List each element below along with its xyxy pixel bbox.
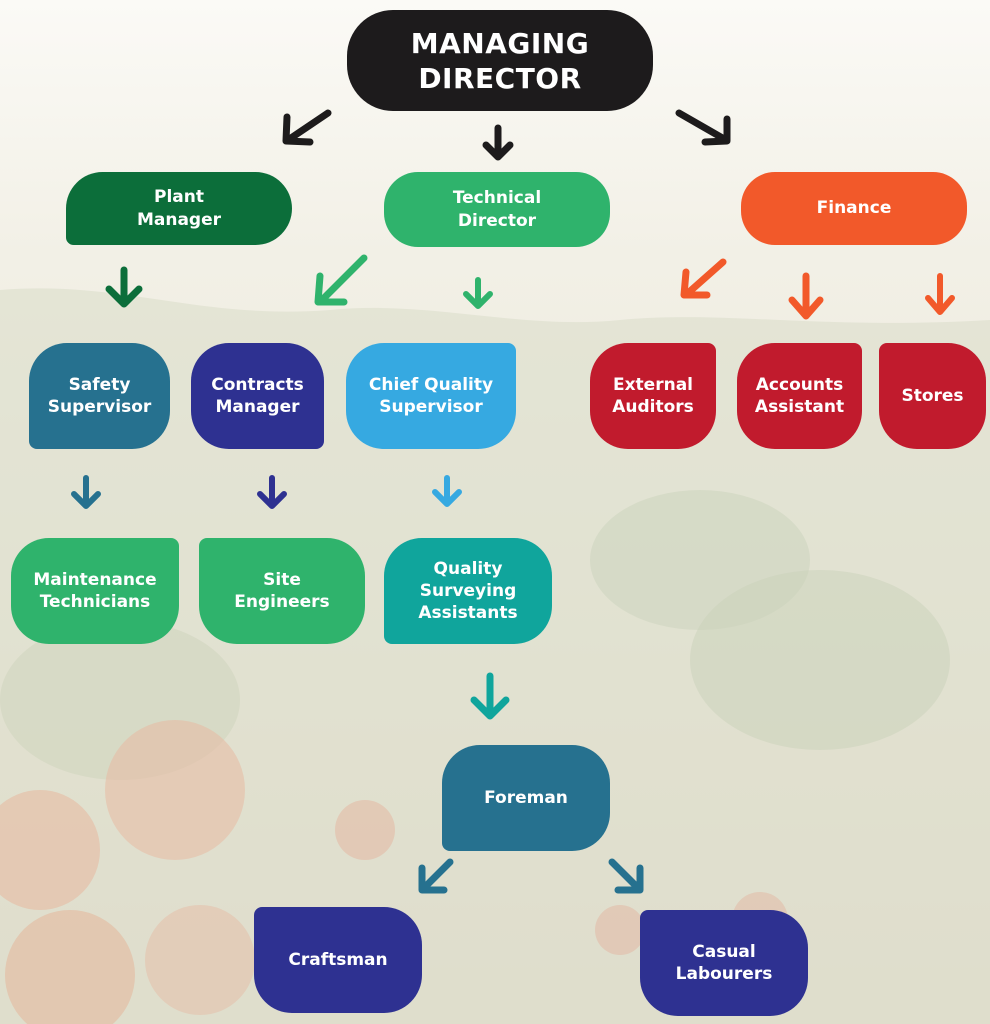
quality-surveying-assistants-box: Quality Surveying Assistants	[384, 538, 552, 644]
contracts-manager-box: Contracts Manager	[191, 343, 324, 449]
safety-supervisor-box: Safety Supervisor	[29, 343, 170, 449]
foreman-box: Foreman	[442, 745, 610, 851]
casual-labourers-box: Casual Labourers	[640, 910, 808, 1016]
stores-box: Stores	[879, 343, 986, 449]
finance-box: Finance	[741, 172, 967, 245]
craftsman-box: Craftsman	[254, 907, 422, 1013]
plant-manager-box: Plant Manager	[66, 172, 292, 245]
managing-director-box: MANAGING DIRECTOR	[347, 10, 653, 111]
external-auditors-box: External Auditors	[590, 343, 716, 449]
maintenance-technicians-box: Maintenance Technicians	[11, 538, 179, 644]
accounts-assistant-box: Accounts Assistant	[737, 343, 862, 449]
technical-director-box: Technical Director	[384, 172, 610, 247]
site-engineers-box: Site Engineers	[199, 538, 365, 644]
chief-quality-supervisor-box: Chief Quality Supervisor	[346, 343, 516, 449]
